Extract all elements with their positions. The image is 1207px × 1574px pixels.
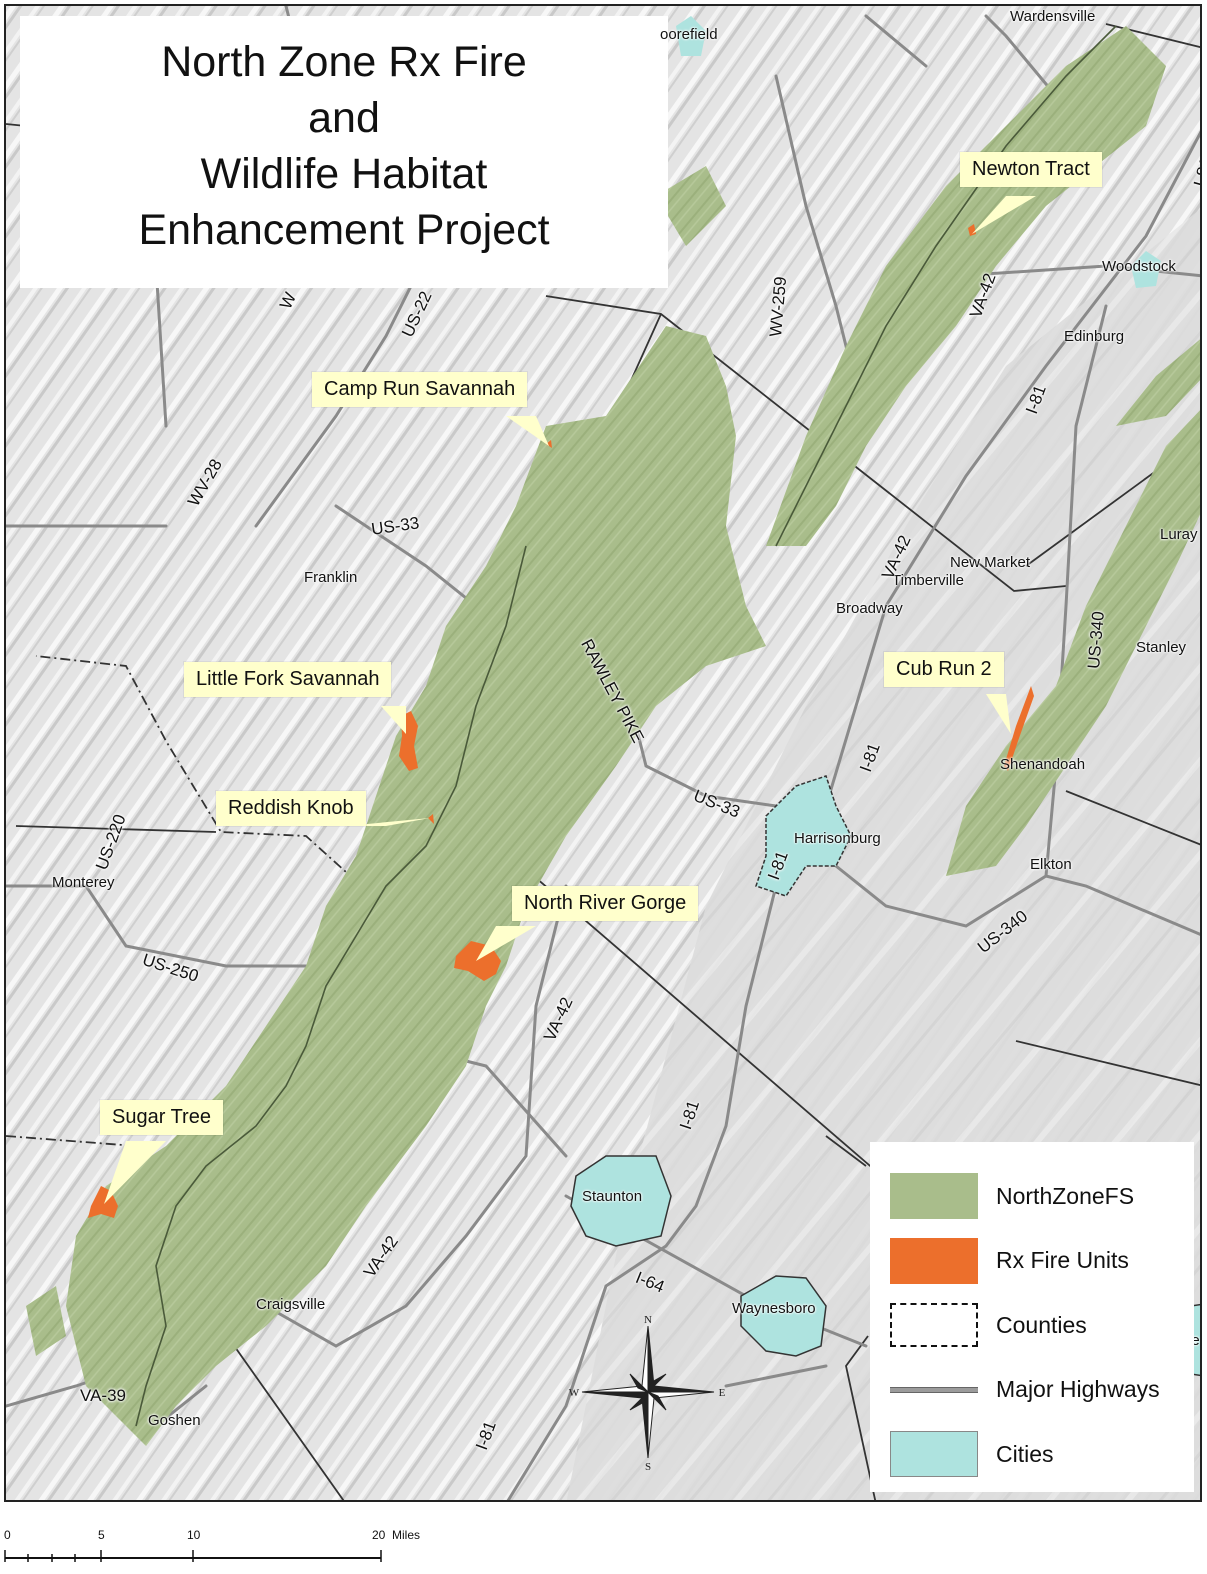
waynesboro-city	[740, 1275, 827, 1357]
callout-reddish-knob[interactable]: Reddish Knob	[216, 791, 366, 826]
place-waynesboro: Waynesboro	[732, 1300, 816, 1317]
compass-e: E	[719, 1387, 726, 1399]
legend-item-counties: Counties	[890, 1293, 1194, 1358]
title-line-3: Wildlife Habitat	[200, 150, 488, 198]
place-elkton: Elkton	[1030, 856, 1072, 873]
map-legend: NorthZoneFS Rx Fire Units Counties Major…	[870, 1142, 1194, 1492]
place-craigsville: Craigsville	[256, 1296, 326, 1313]
legend-item-northzonefs: NorthZoneFS	[890, 1164, 1194, 1229]
north-arrow-compass: N S W E	[569, 1314, 726, 1472]
legend-item-rx-fire-units: Rx Fire Units	[890, 1229, 1194, 1294]
moorefield-city	[676, 16, 706, 56]
legend-label: Counties	[996, 1311, 1087, 1338]
compass-n: N	[644, 1314, 652, 1326]
title-line-1: North Zone Rx Fire	[161, 38, 527, 86]
place-stanley: Stanley	[1136, 639, 1187, 656]
title-line-4: Enhancement Project	[138, 206, 550, 254]
title-line-2: and	[308, 94, 380, 142]
scale-label-10: 10	[187, 1528, 201, 1542]
fire-camp-run	[546, 440, 552, 448]
legend-label: Cities	[996, 1440, 1054, 1467]
place-luray: Luray	[1160, 526, 1198, 543]
legend-item-major-highways: Major Highways	[890, 1358, 1194, 1423]
fire-newton	[968, 224, 976, 236]
city-areas	[570, 16, 1200, 1377]
place-moorefield: oorefield	[660, 26, 718, 43]
scale-bar: 0 5 10 20 Miles	[4, 1528, 444, 1568]
legend-swatch-counties	[890, 1303, 978, 1348]
callout-sugar-tree[interactable]: Sugar Tree	[100, 1100, 223, 1135]
fire-cub-run	[1004, 686, 1034, 771]
legend-label: Rx Fire Units	[996, 1247, 1129, 1274]
callout-north-river-gorge[interactable]: North River Gorge	[512, 886, 699, 921]
ridge-line-northeast	[775, 25, 1117, 547]
place-goshen: Goshen	[148, 1412, 201, 1429]
legend-swatch-fire	[890, 1237, 978, 1284]
staunton-city	[570, 1155, 672, 1247]
callout-pointers	[104, 196, 1036, 1204]
place-harrisonburg: Harrisonburg	[794, 830, 881, 847]
scale-unit: Miles	[392, 1528, 421, 1542]
legend-swatch-forest	[890, 1173, 978, 1220]
legend-swatch-highways	[890, 1386, 978, 1393]
place-edinburg: Edinburg	[1064, 328, 1125, 345]
place-shenandoah: Shenandoah	[1000, 756, 1086, 773]
scale-label-0: 0	[4, 1528, 11, 1542]
scale-label-20: 20	[372, 1528, 386, 1542]
state-line-ridge	[135, 545, 527, 1427]
legend-label: Major Highways	[996, 1376, 1160, 1403]
place-woodstock: Woodstock	[1102, 258, 1176, 275]
woodstock-city	[1131, 251, 1161, 288]
place-monterey: Monterey	[52, 874, 115, 891]
place-staunton: Staunton	[582, 1188, 643, 1205]
compass-s: S	[645, 1461, 651, 1472]
place-wardensville: Wardensville	[1010, 8, 1096, 25]
compass-w: W	[569, 1387, 580, 1399]
map-title: North Zone Rx Fire and Wildlife Habitat …	[20, 16, 668, 288]
callout-newton-tract[interactable]: Newton Tract	[960, 152, 1102, 187]
legend-swatch-cities	[890, 1431, 978, 1478]
place-franklin: Franklin	[304, 569, 358, 586]
place-timberville: Timberville	[892, 572, 964, 589]
callout-little-fork-savannah[interactable]: Little Fork Savannah	[184, 662, 392, 697]
callout-camp-run-savannah[interactable]: Camp Run Savannah	[312, 372, 528, 407]
route-va39: VA-39	[80, 1386, 126, 1405]
scale-label-5: 5	[98, 1528, 105, 1542]
place-broadway: Broadway	[836, 600, 903, 617]
legend-label: NorthZoneFS	[996, 1182, 1135, 1209]
legend-item-cities: Cities	[890, 1422, 1194, 1487]
scale-ruler	[4, 1550, 382, 1562]
callout-cub-run-2[interactable]: Cub Run 2	[884, 652, 1004, 687]
fire-reddish-knob	[428, 814, 434, 824]
harrisonburg-city	[755, 775, 852, 897]
map-frame[interactable]: North Zone Rx Fire and Wildlife Habitat …	[4, 4, 1202, 1502]
place-new-market: New Market	[950, 554, 1031, 571]
